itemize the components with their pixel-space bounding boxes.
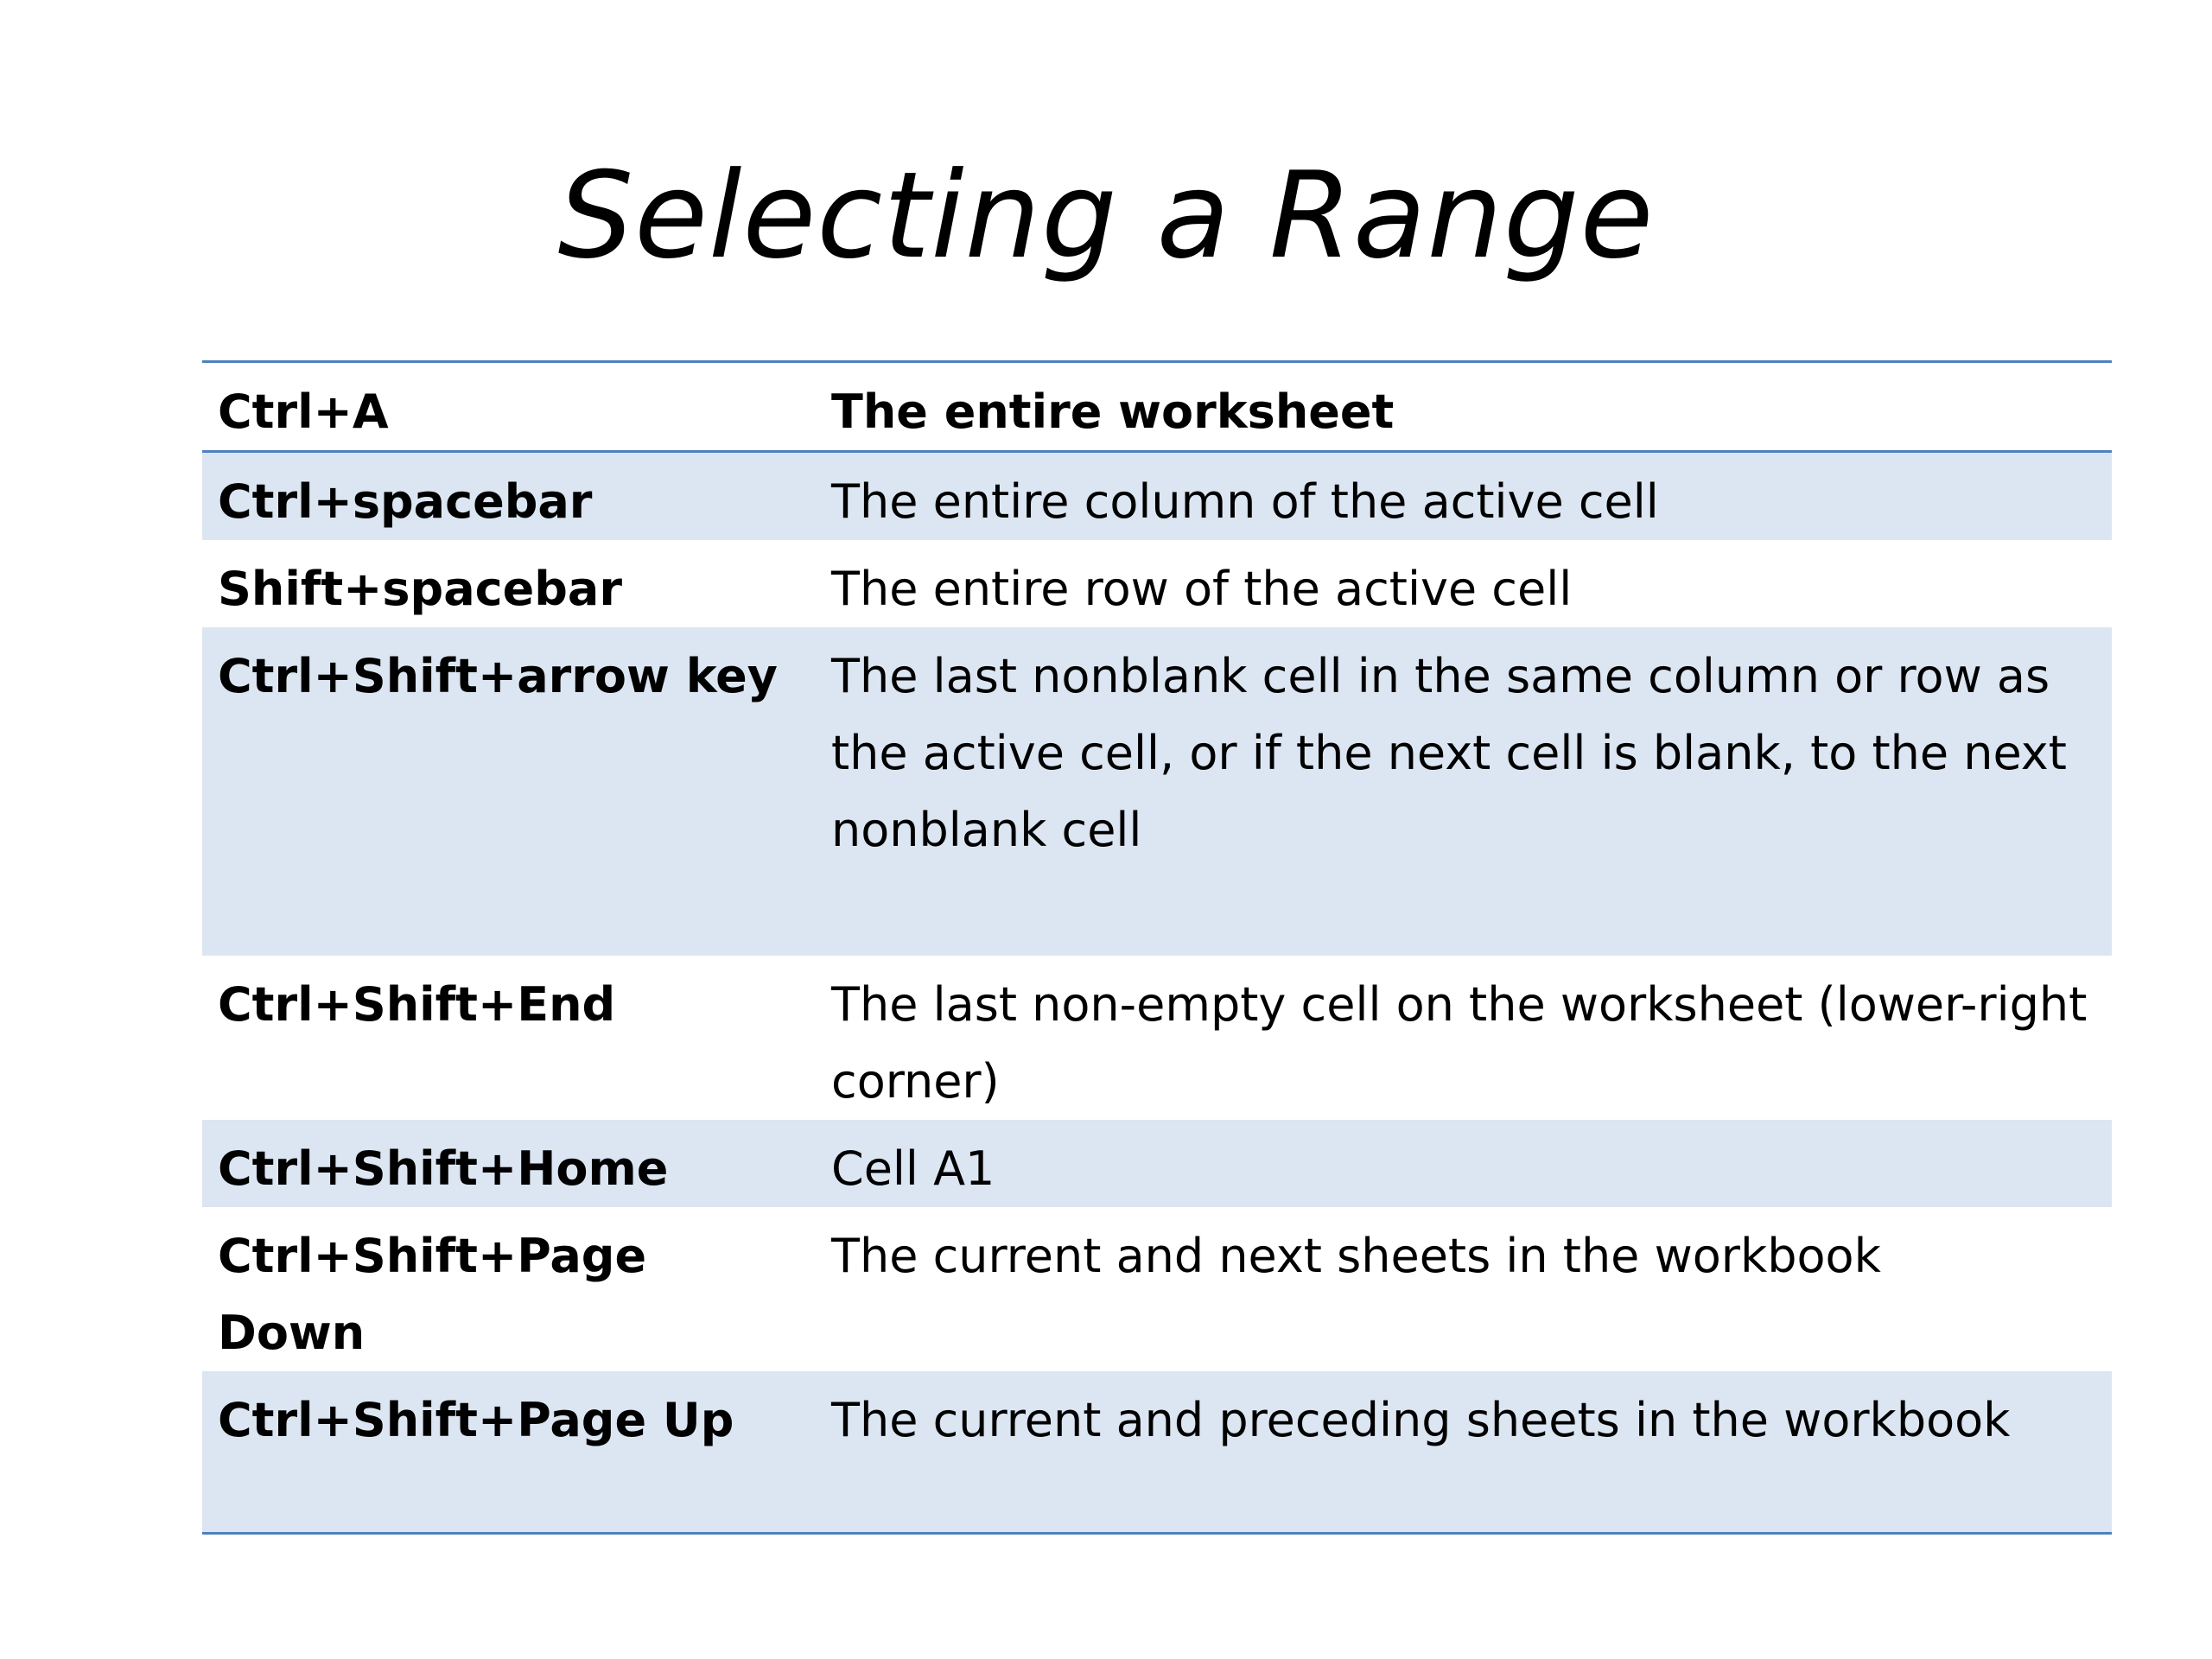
shortcut-description: The current and next sheets in the workb… [831, 1229, 1881, 1283]
table-row: Ctrl+spacebar The entire column of the a… [202, 451, 2112, 540]
shortcut-table: Ctrl+A The entire worksheet Ctrl+spaceba… [202, 360, 2112, 1535]
shortcut-key: Ctrl+spacebar [202, 451, 816, 540]
table-row: Ctrl+Shift+End The last non-empty cell o… [202, 956, 2112, 1120]
shortcut-key: Ctrl+Shift+Home [202, 1120, 816, 1207]
table-row: Ctrl+Shift+Home Cell A1 [202, 1120, 2112, 1207]
table-row: Ctrl+Shift+Page Down The current and nex… [202, 1207, 2112, 1371]
table-header-row: Ctrl+A The entire worksheet [202, 361, 2112, 453]
table-row: Ctrl+Shift+Page Up The current and prece… [202, 1371, 2112, 1533]
shortcut-description: The last non-empty cell on the worksheet… [831, 977, 2088, 1109]
shortcut-key: Shift+spacebar [218, 562, 622, 616]
shortcut-description: The entire column of the active cell [816, 451, 2112, 540]
shortcut-description: Cell A1 [816, 1120, 2112, 1207]
shortcut-key: Ctrl+Shift+End [218, 977, 616, 1032]
slide-title: Selecting a Range [557, 146, 1655, 285]
table-row: Shift+spacebar The entire row of the act… [202, 540, 2112, 627]
shortcut-description: The last nonblank cell in the same colum… [816, 627, 2112, 956]
shortcut-key: Ctrl+Shift+Page Down [218, 1229, 647, 1360]
shortcut-key: Ctrl+Shift+Page Up [202, 1371, 816, 1533]
shortcut-key: Ctrl+A [202, 361, 816, 453]
shortcut-description: The entire row of the active cell [831, 562, 1573, 616]
shortcut-description: The current and preceding sheets in the … [816, 1371, 2112, 1533]
shortcut-key: Ctrl+Shift+arrow key [202, 627, 816, 956]
table-row: Ctrl+Shift+arrow key The last nonblank c… [202, 627, 2112, 956]
shortcut-description: The entire worksheet [816, 361, 2112, 453]
